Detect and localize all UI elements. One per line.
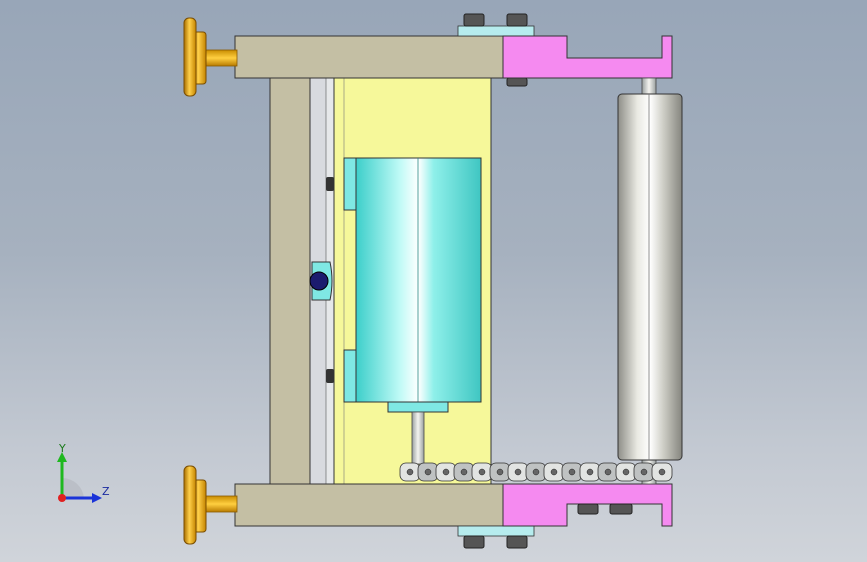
piston-rod (411, 411, 425, 465)
top-bracket (502, 35, 673, 79)
bottom-bolts (463, 535, 528, 549)
chain-pin (514, 468, 522, 476)
chain-pin (568, 468, 576, 476)
air-cylinder (355, 157, 482, 413)
chain-pin (658, 468, 666, 476)
axis-triad-graphic (57, 452, 102, 503)
chain-pin (478, 468, 486, 476)
chain-pin (604, 468, 612, 476)
axis-triad: Y Z (50, 440, 120, 510)
adjust-knob-top[interactable] (183, 17, 238, 97)
z-axis-label: Z (102, 485, 110, 498)
chain-pin (622, 468, 630, 476)
bottom-bracket (502, 483, 673, 527)
adjust-knob-bottom[interactable] (183, 465, 238, 545)
chain-pin (424, 468, 432, 476)
chain-pin (496, 468, 504, 476)
bottom-beam (234, 483, 535, 537)
top-beam (234, 25, 535, 79)
chain-pin (640, 468, 648, 476)
chain-pin (550, 468, 558, 476)
chain-pin (406, 468, 414, 476)
top-bolts (463, 13, 528, 87)
drive-chain (399, 462, 673, 482)
chain-pin (532, 468, 540, 476)
sensor-mount (309, 261, 333, 301)
roller (617, 93, 683, 461)
y-axis-label: Y (59, 442, 66, 455)
chain-pin (586, 468, 594, 476)
side-bolts (326, 177, 334, 383)
chain-pin (460, 468, 468, 476)
chain-pin (442, 468, 450, 476)
